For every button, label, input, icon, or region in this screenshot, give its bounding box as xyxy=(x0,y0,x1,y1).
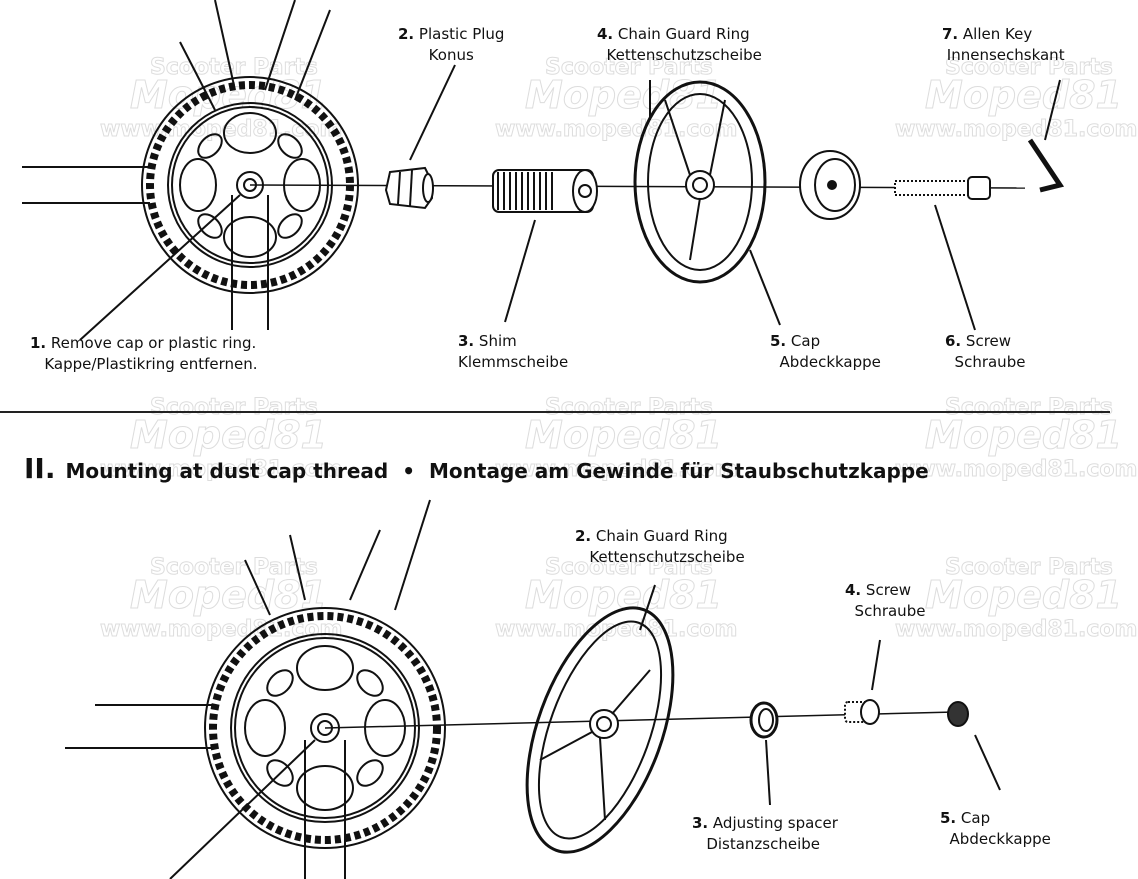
label-chain-guard-ring-2: 2. Chain Guard Ring Kettenschutzscheibe xyxy=(575,527,745,566)
section-2-heading: II. Mounting at dust cap thread • Montage a… xyxy=(24,452,929,485)
watermark-text: www.moped81.com xyxy=(894,617,1138,643)
heading-german: Montage am Gewinde für Staubschutzkappe xyxy=(429,459,929,483)
section-divider xyxy=(0,411,1110,413)
label-shim: 3. Shim Klemmscheibe xyxy=(458,332,569,371)
watermark-text: Moped81 xyxy=(925,573,1123,618)
shim xyxy=(492,169,598,323)
label-plastic-plug: 2. Plastic Plug Konus xyxy=(398,25,505,64)
watermark-text: Scooter Parts xyxy=(150,395,319,421)
screw-1 xyxy=(894,176,991,331)
watermark-text: Scooter Parts xyxy=(150,555,319,581)
watermark-text: Moped81 xyxy=(925,413,1123,458)
chain-guard-ring-2 xyxy=(525,584,675,854)
label-screw-2: 4. Screw Schraube xyxy=(845,581,926,620)
watermark-text: www.moped81.com xyxy=(494,617,738,643)
chain-guard-ring-1 xyxy=(633,80,781,326)
allen-key xyxy=(1027,79,1065,193)
heading-separator: • xyxy=(402,459,416,483)
watermark-text: www.moped81.com xyxy=(894,117,1138,143)
cap-2 xyxy=(947,701,1001,791)
label-cap-2: 5. Cap Abdeckkappe xyxy=(940,809,1051,848)
label-adjusting-spacer: 3. Adjusting spacer Distanzscheibe xyxy=(692,814,838,853)
adjusting-spacer xyxy=(749,701,779,806)
label-chain-guard-ring-1: 4. Chain Guard Ring Kettenschutzscheibe xyxy=(597,25,762,64)
screw-2 xyxy=(844,639,881,725)
cap-1 xyxy=(799,150,861,220)
watermark-text: Scooter Parts xyxy=(545,55,714,81)
watermark-text: Scooter Parts xyxy=(945,55,1114,81)
watermark-text: Scooter Parts xyxy=(150,55,319,81)
watermark-text: Scooter Parts xyxy=(945,555,1114,581)
label-screw-1: 6. Screw Schraube xyxy=(945,332,1026,371)
label-allen-key: 7. Allen Key Innensechskant xyxy=(942,25,1065,64)
chainring-1 xyxy=(22,0,359,341)
watermark-text: Scooter Parts xyxy=(545,555,714,581)
plastic-plug xyxy=(384,64,456,210)
watermark-text: Scooter Parts xyxy=(545,395,714,421)
heading-english: Mounting at dust cap thread xyxy=(65,459,389,483)
watermark-text: www.moped81.com xyxy=(494,117,738,143)
watermark-text: Moped81 xyxy=(130,413,328,458)
watermark-text: www.moped81.com xyxy=(494,457,738,483)
watermark-text: www.moped81.com xyxy=(99,457,343,483)
label-cap-1: 5. Cap Abdeckkappe xyxy=(770,332,881,371)
watermark-text: Moped81 xyxy=(130,573,328,618)
watermark-text: Moped81 xyxy=(525,413,723,458)
label-remove-cap: 1. Remove cap or plastic ring. Kappe/Pla… xyxy=(30,334,258,373)
watermark-text: Scooter Parts xyxy=(945,395,1114,421)
section-number: II. xyxy=(24,452,56,485)
watermark-text: www.moped81.com xyxy=(894,457,1138,483)
watermark-text: Moped81 xyxy=(925,73,1123,118)
chainring-2 xyxy=(65,499,446,879)
